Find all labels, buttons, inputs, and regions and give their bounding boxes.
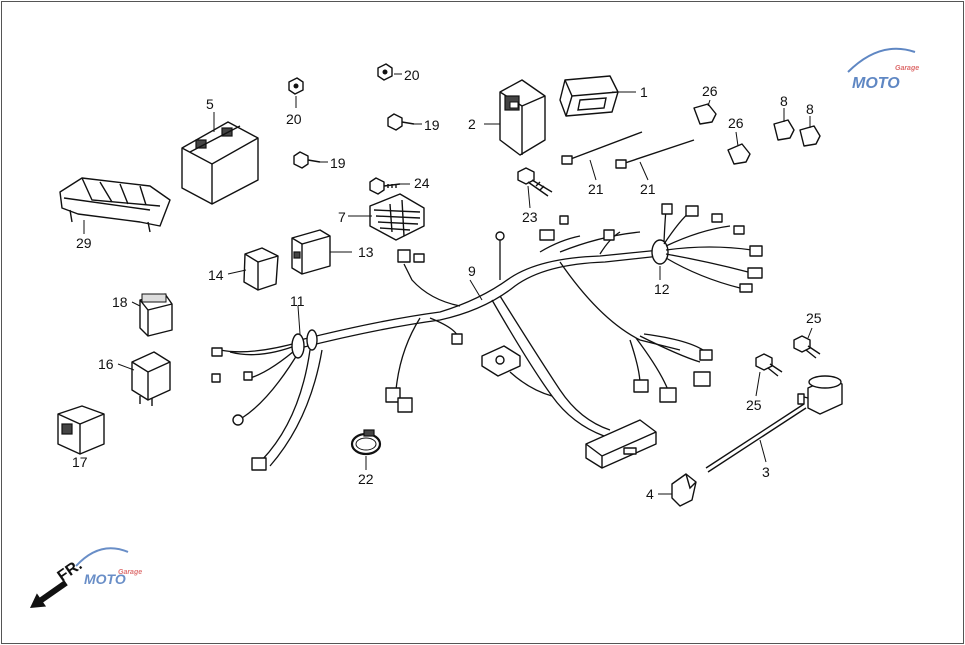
part-29-battery-bracket[interactable] (59, 177, 171, 233)
callout-26a: 26 (702, 83, 718, 99)
part-25-bolt-upper[interactable] (793, 335, 821, 359)
part-17-connector[interactable] (57, 405, 105, 455)
watermark-logo-bottom: MOTO Garage (75, 547, 142, 587)
leader-lines (79, 73, 813, 495)
callout-3: 3 (762, 464, 770, 480)
callout-8a: 8 (780, 93, 788, 109)
part-7-regulator[interactable] (369, 193, 425, 241)
callout-24: 24 (414, 175, 430, 191)
harness-left-terminals (211, 333, 463, 471)
part-5-battery[interactable] (181, 121, 259, 205)
part-12-harness-bundle[interactable] (651, 203, 763, 293)
callout-2: 2 (468, 116, 476, 132)
part-19-bolt-left[interactable] (293, 151, 321, 169)
part-21-cable-tie-b[interactable] (615, 139, 695, 169)
part-20-nut-top[interactable] (377, 63, 393, 81)
callout-25b: 25 (746, 397, 762, 413)
part-1-battery-tray[interactable] (559, 75, 619, 117)
callout-25a: 25 (806, 310, 822, 326)
arrow-left-icon (30, 580, 68, 608)
part-18-relay[interactable] (139, 293, 173, 337)
watermark-subtext: Garage (895, 65, 919, 72)
part-13-flasher-relay[interactable] (291, 229, 331, 275)
part-8-fuse-a[interactable] (773, 119, 795, 141)
watermark-logo: MOTO Garage (847, 47, 919, 92)
callout-20a: 20 (286, 111, 302, 127)
front-direction-indicator: FR. MOTO Garage (30, 547, 142, 608)
harness-rear-connector (585, 419, 657, 469)
part-4-spark-plug-cap[interactable] (671, 473, 697, 507)
part-22-clamp[interactable] (350, 429, 382, 456)
part-26-fuse-a[interactable] (693, 103, 717, 125)
callout-14: 14 (208, 267, 224, 283)
svg-text:MOTO: MOTO (84, 571, 126, 587)
part-20-nut-left[interactable] (288, 77, 304, 95)
part-2-cdi-unit[interactable] (499, 79, 546, 156)
part-8-fuse-b[interactable] (799, 125, 821, 147)
part-14-connector[interactable] (243, 247, 279, 291)
callout-1: 1 (640, 84, 648, 100)
part-9-wiring-harness[interactable] (219, 231, 681, 467)
harness-connectors-lower-right (629, 333, 713, 403)
callout-7: 7 (338, 209, 346, 225)
part-23-bolt[interactable] (517, 167, 553, 197)
callout-9: 9 (468, 263, 476, 279)
callout-17: 17 (72, 454, 88, 470)
callout-20b: 20 (404, 67, 420, 83)
callout-12: 12 (654, 281, 670, 297)
part-25-bolt-lower[interactable] (755, 353, 783, 377)
part-26-fuse-b[interactable] (727, 143, 751, 165)
watermark-text: MOTO (852, 75, 900, 92)
callout-23: 23 (522, 209, 538, 225)
part-3-ignition-coil[interactable] (705, 375, 843, 473)
callout-21b: 21 (640, 181, 656, 197)
part-21-cable-tie-a[interactable] (561, 131, 643, 165)
callout-21a: 21 (588, 181, 604, 197)
callout-8b: 8 (806, 101, 814, 117)
callout-26b: 26 (728, 115, 744, 131)
harness-ground-bracket (481, 345, 553, 397)
callout-19b: 19 (330, 155, 346, 171)
callout-4: 4 (646, 486, 654, 502)
callout-22: 22 (358, 471, 374, 487)
part-11-harness-grommet[interactable] (291, 329, 318, 359)
callout-13: 13 (358, 244, 374, 260)
callout-29: 29 (76, 235, 92, 251)
callout-16: 16 (98, 356, 114, 372)
part-19-bolt-right[interactable] (387, 113, 415, 131)
svg-text:Garage: Garage (118, 569, 142, 576)
part-16-starter-relay[interactable] (131, 351, 171, 406)
callout-19a: 19 (424, 117, 440, 133)
part-24-bolt[interactable] (369, 177, 401, 195)
callout-18: 18 (112, 294, 128, 310)
callout-labels: 1 2 3 4 5 7 8 8 9 11 12 13 14 18 16 17 1… (72, 67, 822, 502)
harness-connectors-top (397, 215, 615, 263)
callout-11: 11 (290, 293, 305, 309)
callout-5: 5 (206, 96, 214, 112)
